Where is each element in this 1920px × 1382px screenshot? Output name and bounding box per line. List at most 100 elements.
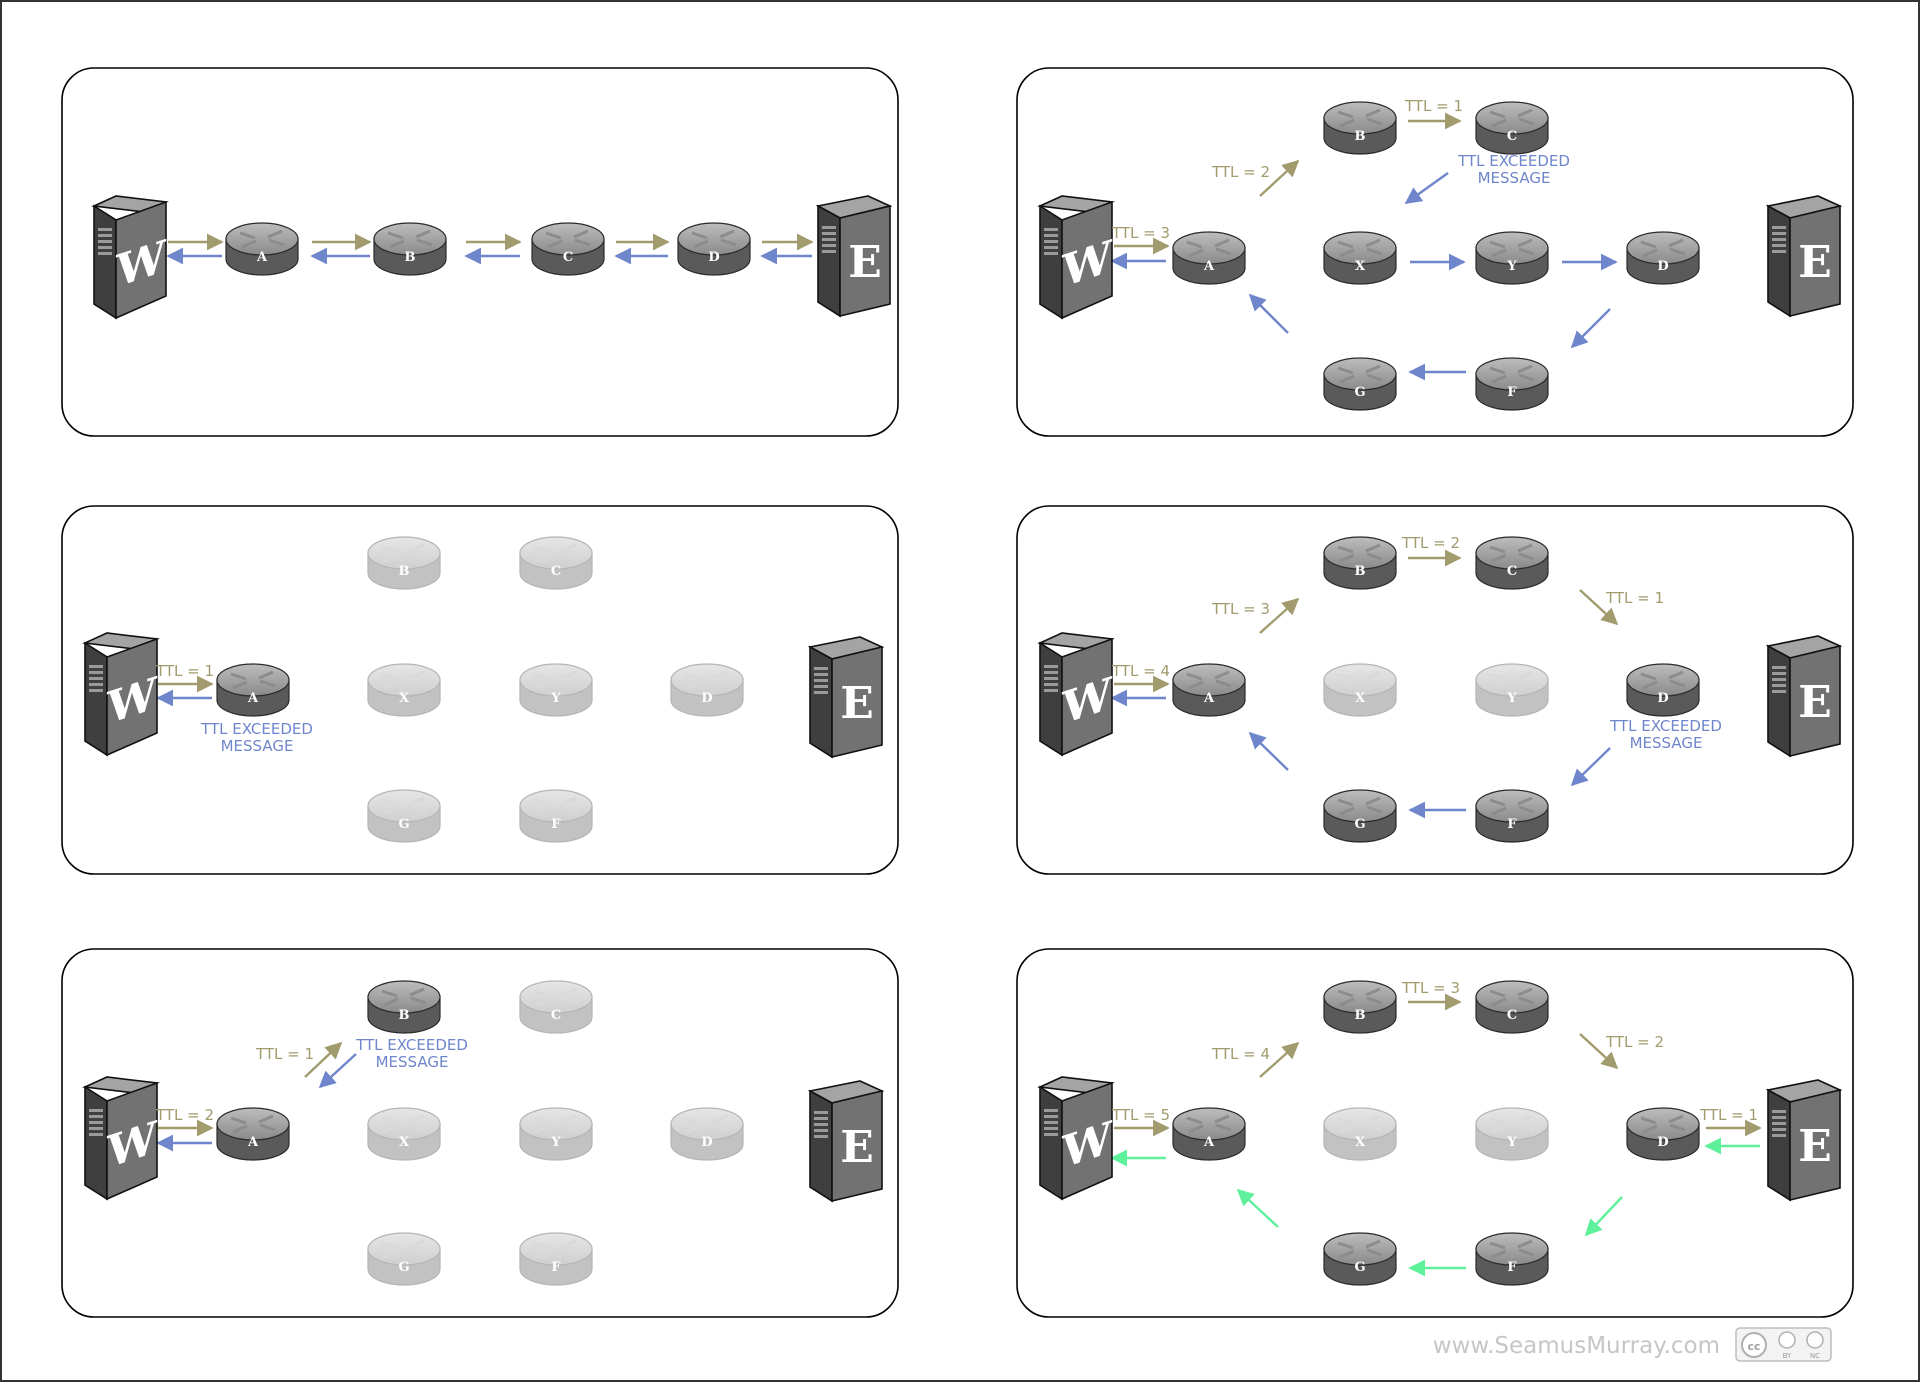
drive-bay (89, 665, 103, 668)
p2-router-b-label: B (399, 564, 410, 579)
p4-router-x-label: X (1355, 259, 1366, 274)
p5-arrow-g-a (1248, 731, 1289, 771)
router-arrows-icon (684, 670, 730, 690)
p6-ttl-d: TTL = 2 (1605, 1033, 1664, 1051)
router-arrows-icon (381, 670, 427, 690)
p4-message-line2: MESSAGE (1478, 169, 1551, 187)
p3-router-x: X (367, 1107, 441, 1161)
router-arrows-icon (684, 1114, 730, 1134)
router-arrows-icon (239, 229, 285, 249)
p3-server-w: W (82, 1076, 160, 1201)
p1-server-e: E (815, 195, 893, 318)
router-arrows-icon (1337, 543, 1383, 563)
p4-router-g: G (1323, 357, 1397, 411)
p5-ttl-a: TTL = 4 (1111, 662, 1170, 680)
cc-icon (1741, 1332, 1767, 1358)
router-arrows-icon (533, 1114, 579, 1134)
p4-router-f-label: F (1507, 385, 1517, 400)
p2-router-d: D (670, 663, 744, 717)
router-arrows-icon (1489, 670, 1535, 690)
p3-router-g: G (367, 1232, 441, 1286)
router-arrows-icon (230, 670, 276, 690)
p6-router-a: A (1172, 1107, 1246, 1161)
p4-server-e-label: E (1798, 237, 1832, 288)
router-arrows-icon (1337, 987, 1383, 1007)
cc-icon-glyph: cc (1747, 1340, 1760, 1353)
drive-bay (1772, 678, 1786, 681)
p6-server-w: W (1037, 1076, 1115, 1201)
p5-router-y-label: Y (1506, 691, 1517, 706)
drive-bay (814, 679, 828, 682)
p6-ttl-a: TTL = 5 (1111, 1106, 1170, 1124)
p5-server-w-side (1039, 641, 1063, 757)
p4-router-c-label: C (1507, 129, 1517, 144)
drive-bay (98, 246, 112, 249)
p2-router-a: A (216, 663, 290, 717)
p3-router-b: B (367, 980, 441, 1034)
p4-server-w: W (1037, 195, 1115, 320)
p5-router-a: A (1172, 663, 1246, 717)
attribution-icon (1778, 1331, 1796, 1349)
drive-bay (89, 1133, 103, 1136)
drive-bay (822, 250, 836, 253)
router-arrows-icon (1186, 670, 1232, 690)
p5-server-e-label: E (1798, 677, 1832, 728)
p4-router-c: C (1475, 101, 1549, 155)
p4-message-line1: TTL EXCEEDED (1457, 152, 1570, 170)
panel-5-frame (1016, 505, 1854, 875)
drive-bay (822, 232, 836, 235)
p2-message-line1: TTL EXCEEDED (200, 720, 313, 738)
p3-router-b-label: B (399, 1008, 410, 1023)
drive-bay (814, 673, 828, 676)
p4-router-d-label: D (1657, 259, 1668, 274)
p4-ttl-b: TTL = 2 (1211, 163, 1270, 181)
router-arrows-icon (533, 987, 579, 1007)
p6-router-d-label: D (1657, 1135, 1668, 1150)
p3-server-e-side (809, 1089, 833, 1203)
router-arrows-icon (1489, 543, 1535, 563)
drive-bay (1044, 1133, 1058, 1136)
p6-server-e: E (1765, 1079, 1843, 1202)
p1-router-c-label: C (563, 250, 573, 265)
p1-server-e-front (839, 204, 891, 318)
license-by-label: BY (1783, 1352, 1792, 1360)
footer: www.SeamusMurray.com cc BY NC (1433, 1327, 1832, 1362)
p5-server-e: E (1765, 635, 1843, 758)
p6-ttl-e: TTL = 1 (1699, 1106, 1758, 1124)
drive-bay (1044, 689, 1058, 692)
router-arrows-icon (1186, 238, 1232, 258)
p2-server-e-label: E (840, 678, 874, 729)
p2-server-w-side (84, 641, 108, 757)
drive-bay (822, 238, 836, 241)
p4-arrow-d-f (1570, 308, 1611, 349)
p2-router-f: F (519, 789, 593, 843)
p3-arrow-a-b (304, 1041, 343, 1078)
router-arrows-icon (1337, 670, 1383, 690)
p3-server-e-front (831, 1089, 883, 1203)
p6-server-e-side (1767, 1088, 1791, 1202)
p6-router-f: F (1475, 1232, 1549, 1286)
router-arrows-icon (387, 229, 433, 249)
router-arrows-icon (1337, 364, 1383, 384)
p3-router-y: Y (519, 1107, 593, 1161)
router-arrows-icon (381, 796, 427, 816)
drive-bay (1772, 684, 1786, 687)
drive-bay (1772, 1122, 1786, 1125)
p3-server-e-label: E (840, 1122, 874, 1173)
p3-router-c-label: C (551, 1008, 561, 1023)
p5-ttl-d: TTL = 1 (1605, 589, 1664, 607)
license-nc-label: NC (1810, 1352, 1820, 1360)
p5-arrow-c-d (1579, 589, 1619, 626)
drive-bay (1772, 1110, 1786, 1113)
panel-frames (61, 67, 1854, 1318)
drive-bay (814, 1135, 828, 1138)
p6-router-y: Y (1475, 1107, 1549, 1161)
p4-arrow-c-x (1404, 172, 1449, 204)
p2-router-c-label: C (551, 564, 561, 579)
p6-router-a-label: A (1203, 1135, 1215, 1150)
p1-server-w: W (91, 195, 169, 320)
drive-bay (1044, 683, 1058, 686)
p6-arrow-g-a (1236, 1188, 1279, 1228)
